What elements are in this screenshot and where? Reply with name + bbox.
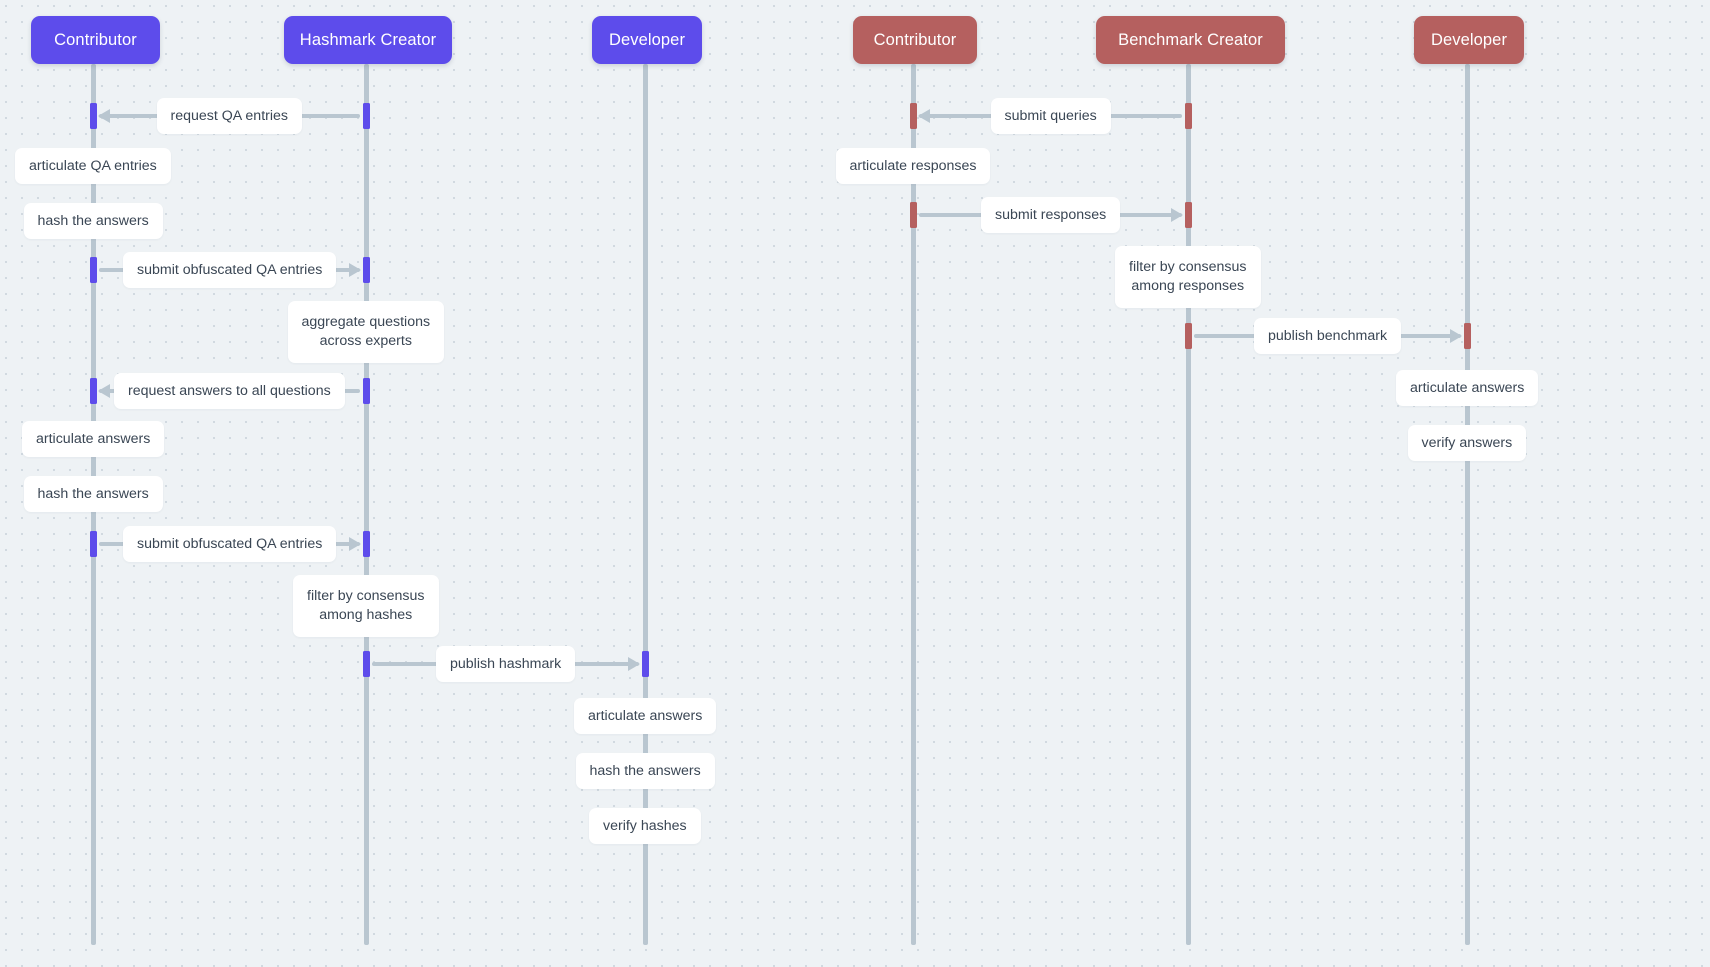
message-arrowhead-m5: [628, 657, 640, 671]
activation-bar-a2: [363, 103, 370, 129]
actor-label: Benchmark Creator: [1118, 30, 1263, 49]
self-action-line1: filter by consensus: [307, 588, 425, 604]
activation-bar-a14: [1185, 202, 1192, 228]
actor-label: Developer: [608, 30, 686, 49]
activation-bar-a13: [910, 202, 917, 228]
self-action-s1: articulate QA entries: [15, 148, 171, 184]
actor-label: Contributor: [873, 30, 957, 49]
message-label-m4: submit obfuscated QA entries: [123, 526, 337, 562]
actor-label: Contributor: [54, 30, 137, 49]
actor-header-l-contributor[interactable]: Contributor: [31, 16, 160, 64]
message-arrowhead-m8: [1450, 329, 1462, 343]
message-arrowhead-m7: [1171, 208, 1183, 222]
self-action-label: articulate answers: [36, 430, 151, 447]
activation-bar-a1: [90, 103, 97, 129]
activation-bar-a4: [363, 257, 370, 283]
self-action-s12: articulate answers: [1396, 370, 1539, 406]
activation-bar-a10: [642, 651, 649, 677]
self-action-label: hash the answers: [37, 212, 149, 229]
self-action-s11: filter by consensus among responses: [1115, 246, 1261, 308]
actor-header-r-developer[interactable]: Developer: [1414, 16, 1524, 64]
lifeline-l-developer: [643, 64, 648, 945]
actor-header-l-hashmark[interactable]: Hashmark Creator: [284, 16, 452, 64]
self-action-line2: among responses: [1131, 278, 1245, 294]
actor-header-r-benchmark[interactable]: Benchmark Creator: [1096, 16, 1285, 64]
self-action-s3: aggregate questions across experts: [287, 301, 445, 363]
actor-label: Hashmark Creator: [299, 30, 437, 49]
message-label-m5: publish hashmark: [436, 646, 576, 682]
self-action-label: verify answers: [1421, 434, 1513, 451]
activation-bar-a16: [1464, 323, 1471, 349]
message-arrowhead-m3: [98, 384, 110, 398]
actor-header-l-developer[interactable]: Developer: [592, 16, 702, 64]
activation-bar-a11: [910, 103, 917, 129]
self-action-label: verify hashes: [603, 817, 687, 834]
message-arrowhead-m2: [349, 263, 361, 277]
self-action-s9: verify hashes: [589, 808, 701, 844]
actor-header-r-contributor[interactable]: Contributor: [853, 16, 977, 64]
lifeline-l-hashmark: [364, 64, 369, 945]
self-action-label: hash the answers: [589, 762, 701, 779]
self-action-line1: aggregate questions: [301, 314, 431, 330]
message-label-m2: submit obfuscated QA entries: [123, 252, 337, 288]
activation-bar-a9: [363, 651, 370, 677]
message-label-m7: submit responses: [981, 197, 1121, 233]
activation-bar-a15: [1185, 323, 1192, 349]
self-action-label: articulate answers: [1410, 379, 1525, 396]
self-action-line2: among hashes: [319, 607, 413, 623]
self-action-label: articulate responses: [849, 157, 977, 174]
message-label-m1: request QA entries: [156, 98, 303, 134]
activation-bar-a12: [1185, 103, 1192, 129]
activation-bar-a7: [90, 531, 97, 557]
message-arrowhead-m1: [98, 109, 110, 123]
self-action-s7: articulate answers: [574, 698, 717, 734]
self-action-label: articulate QA entries: [29, 157, 157, 174]
actor-label: Developer: [1430, 30, 1508, 49]
self-action-label: articulate answers: [588, 707, 703, 724]
self-action-s4: articulate answers: [22, 421, 165, 457]
self-action-line1: filter by consensus: [1129, 259, 1247, 275]
activation-bar-a6: [363, 378, 370, 404]
message-label-m6: submit queries: [990, 98, 1111, 134]
self-action-s8: hash the answers: [575, 753, 715, 789]
self-action-s13: verify answers: [1407, 425, 1527, 461]
activation-bar-a8: [363, 531, 370, 557]
self-action-s5: hash the answers: [23, 476, 163, 512]
activation-bar-a3: [90, 257, 97, 283]
message-label-m3: request answers to all questions: [114, 373, 345, 409]
activation-bar-a5: [90, 378, 97, 404]
self-action-line2: across experts: [319, 333, 412, 349]
message-label-m8: publish benchmark: [1254, 318, 1402, 354]
self-action-s10: articulate responses: [835, 148, 991, 184]
self-action-s2: hash the answers: [23, 203, 163, 239]
lifeline-r-developer: [1465, 64, 1470, 945]
message-arrowhead-m6: [918, 109, 930, 123]
lifeline-r-benchmark: [1186, 64, 1191, 945]
message-arrowhead-m4: [349, 537, 361, 551]
self-action-label: hash the answers: [37, 485, 149, 502]
self-action-s6: filter by consensus among hashes: [293, 575, 439, 637]
lifeline-r-contributor: [911, 64, 916, 945]
